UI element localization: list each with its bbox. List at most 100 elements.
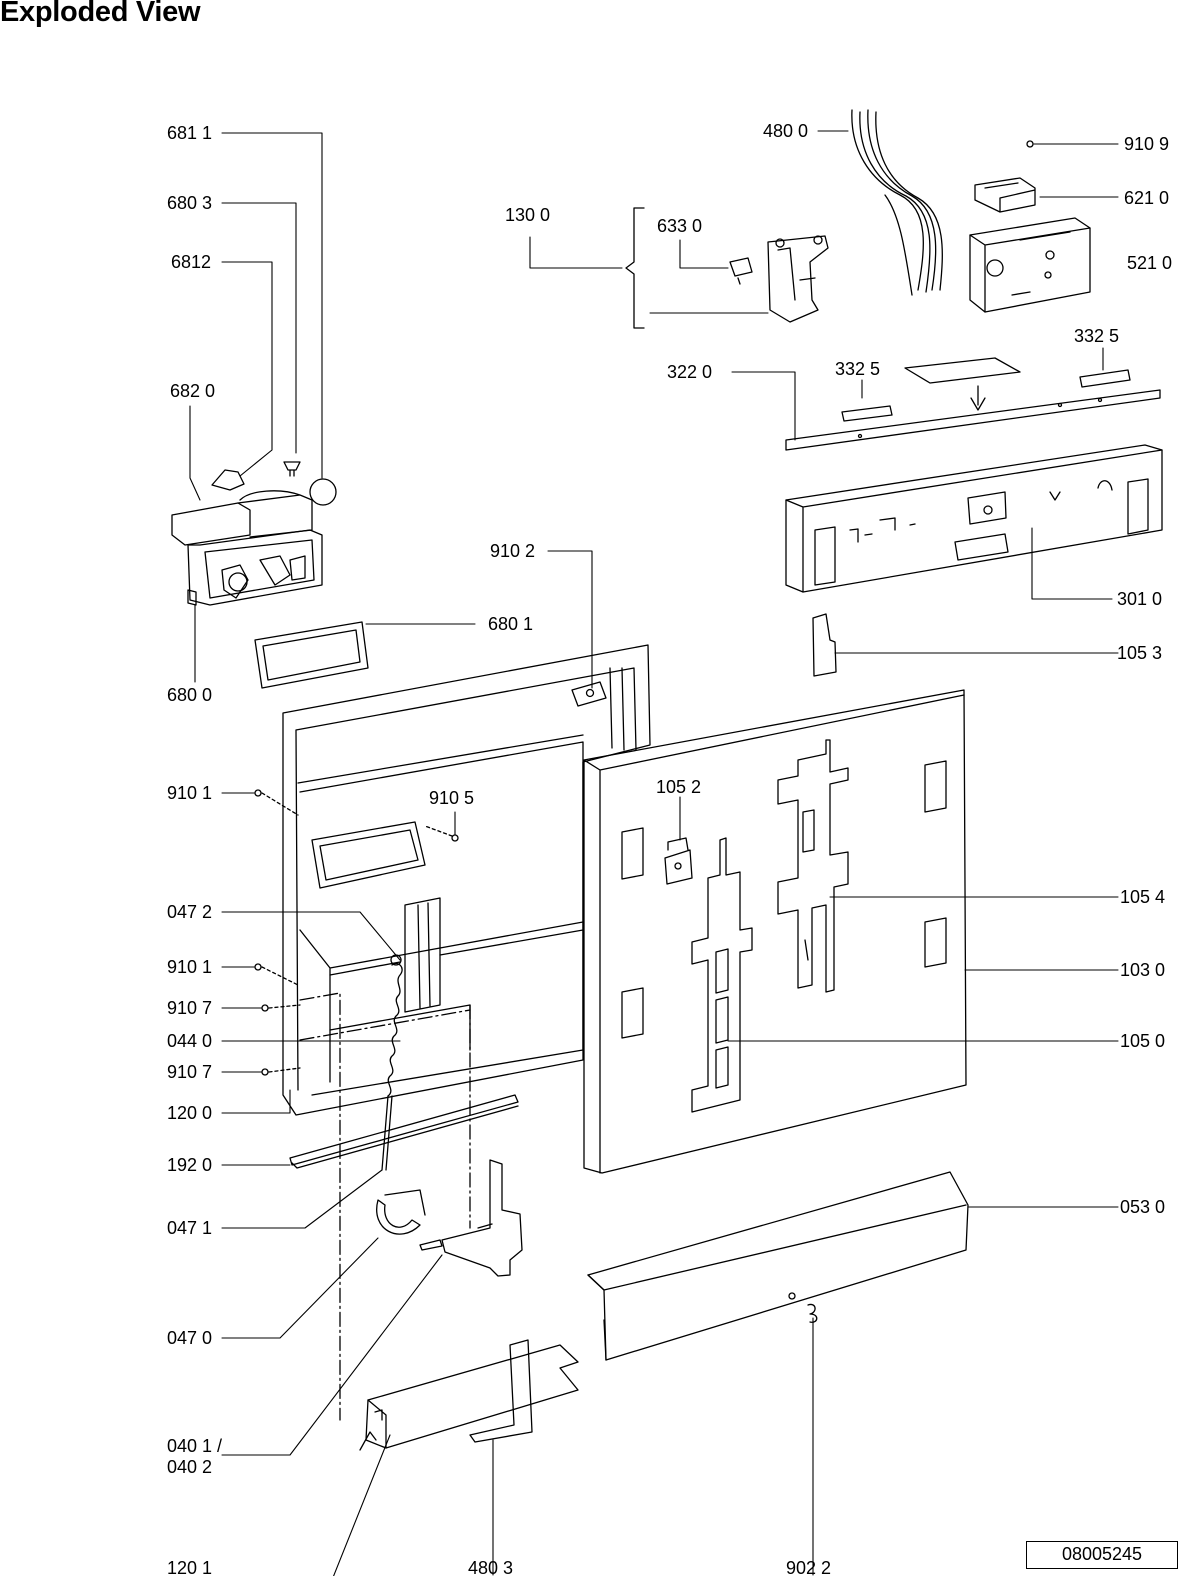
label-910-7a: 910 7 [167,998,212,1018]
label-120-1: 120 1 [167,1558,212,1576]
buttons-332-5b [1079,369,1131,388]
housing-switch-mount [967,491,1007,525]
screw-910-1a [254,789,262,797]
screw-910-7b [261,1068,269,1076]
gasket-outer [254,621,369,689]
label-040-2: 040 2 [167,1457,212,1477]
dispenser-gasket [254,621,369,689]
label-6812: 6812 [171,252,211,272]
inner-door-rim [295,667,637,1091]
hinge-plate [441,1159,523,1277]
label-680-0: 680 0 [167,685,212,705]
kick-plate-053-0 [587,1171,969,1361]
bottom-rail-end [367,1399,387,1449]
housing-handle [954,533,1009,561]
inner-door-step [299,921,584,1083]
housing-right-slot [1127,478,1149,535]
leader-681-1 [221,132,323,479]
screw-910-7a [261,1004,269,1012]
module-component-1 [986,259,1004,277]
panel-strip-hole-b [1057,402,1063,408]
kick-plate-top [587,1204,967,1361]
dispenser-body-inner [204,539,315,599]
label-322-0: 322 0 [667,362,712,382]
rail-105-4 [777,739,849,993]
dispenser-knob-680-3 [283,461,301,477]
label-044-0: 044 0 [167,1031,212,1051]
leader-633-0 [679,239,729,269]
label-681-1: 681 1 [167,123,212,143]
label-053-0: 053 0 [1120,1197,1165,1217]
switch-bracket-hole-b [813,235,823,245]
inner-door-dispenser-opening [311,821,426,889]
wire-e [884,194,913,296]
label-047-0: 047 0 [167,1328,212,1348]
module-traces [1011,231,1071,296]
leader-322-0 [731,371,796,441]
mount-line-left [299,992,341,1421]
leader-047-1 [221,1169,383,1229]
rail-105-0-slots [715,948,729,1089]
bottom-rail-face [365,1344,579,1449]
screw-902-2 [807,1303,818,1323]
panel-arrow [970,385,986,411]
hinge-bracket-screw [585,688,595,698]
dispenser-lid-682-0 [171,502,251,546]
wire-d [875,111,943,291]
panel-strip-hole-a [857,433,863,439]
part-labels: 681 1 680 3 6812 682 0 680 0 680 1 910 2… [167,121,1172,1576]
label-332-5b: 332 5 [1074,326,1119,346]
mount-line-cross [299,1009,471,1041]
hinge-bracket-910-2 [571,681,607,707]
leader-047-0 [221,1237,379,1339]
label-480-3: 480 3 [468,1558,513,1576]
bracket-480-3 [469,1339,533,1443]
panel-strip-hole-c [1097,397,1103,403]
module-housing [969,217,1091,313]
label-105-2: 105 2 [656,777,701,797]
wire-b [859,111,931,293]
gasket-inner [262,629,361,681]
page-title: Exploded View [0,0,201,28]
wiring-harness-480-0 [851,109,943,296]
leader-lines [189,130,1119,1576]
leader-6812 [221,261,273,477]
switch-bracket [767,235,829,323]
inner-door-groove [329,929,584,976]
rail-105-0 [691,837,753,1113]
spring-hook-bracket-047-0 [376,1189,426,1235]
screw-910-5 [451,834,459,842]
screw-910-1b [254,963,262,971]
inner-door-shelf [297,734,584,784]
leader-910-2 [547,550,593,689]
label-120-0: 120 0 [167,1103,212,1123]
label-521-0: 521 0 [1127,253,1172,273]
spring-coil [387,962,403,1097]
bottom-rail-foot [359,1431,377,1451]
housing-body [785,444,1163,593]
label-047-1: 047 1 [167,1218,212,1238]
dispenser-foot [187,589,197,606]
label-332-5a: 332 5 [835,359,880,379]
dispenser-cap-681-1 [309,478,337,506]
dispenser-mechanism [221,555,306,599]
label-910-1b: 910 1 [167,957,212,977]
screw-paths [261,792,453,1073]
seal-strip-192-0 [289,1094,519,1169]
label-621-0: 621 0 [1124,188,1169,208]
bracket-105-2-hole [674,862,682,870]
leader-130-0 [529,236,623,269]
document-number-box: 08005245 [1026,1541,1178,1569]
inner-door-recess [299,741,584,1096]
label-910-1a: 910 1 [167,783,212,803]
label-047-2: 047 2 [167,902,212,922]
outer-door-panel [583,689,967,1174]
outer-door-front [583,689,967,1174]
kick-plate-hole [788,1292,796,1300]
dispenser-top-cover [237,490,313,538]
group-bracket-130-0 [625,207,645,329]
dispenser-body [187,529,323,606]
outer-door-edge [583,694,965,1174]
